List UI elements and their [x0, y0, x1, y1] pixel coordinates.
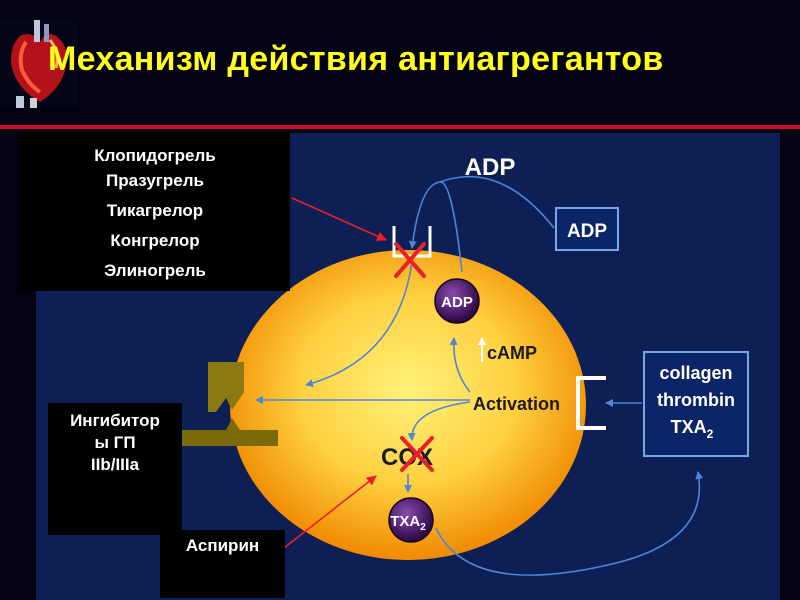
adp-box-label: ADP — [567, 221, 607, 242]
activation-label: Activation — [473, 394, 560, 414]
platelet-body — [230, 250, 586, 560]
heart-logo-icon — [0, 18, 78, 108]
arrow-receptor-to-gp — [305, 261, 413, 388]
p2y12-inhibitors-box: Клопидогрель Празугрель Тикагрелор Конгр… — [20, 133, 290, 291]
gp-receptor-icon — [182, 362, 278, 446]
arrow-aspirin — [283, 475, 377, 549]
agonist-txa2-subscript: 2 — [707, 427, 714, 441]
aspirin-box: Аспирин — [160, 530, 285, 598]
slide-title: Механизм действия антиагрегантов — [48, 40, 664, 78]
title-divider — [0, 125, 800, 129]
agonist-collagen: collagen — [659, 363, 732, 383]
arrow-p2y12-inhibitors — [291, 197, 387, 241]
gp-label-line2: ы ГП — [94, 433, 136, 452]
aspirin-label: Аспирин — [185, 536, 260, 555]
adp-box — [555, 207, 619, 251]
txa2-granule-subscript: 2 — [420, 522, 426, 533]
gp-inhibitors-box: Ингибитор ы ГП IIb/IIIa — [48, 403, 182, 535]
gp-label-line3: IIb/IIIa — [90, 455, 140, 474]
drug-elinogrel: Элиногрель — [104, 261, 206, 280]
agonists-box — [643, 351, 749, 457]
arrow-activation-to-adp-granule — [449, 337, 471, 393]
agonist-receptor-bracket — [576, 376, 606, 430]
txa2-granule — [388, 497, 434, 543]
drug-cangrelor: Конгрелор — [110, 231, 200, 250]
drug-clopidogrel: Клопидогрель — [94, 146, 216, 165]
txa2-granule-label: TXA — [390, 513, 420, 530]
arrow-adp-box-to-receptor — [439, 175, 555, 229]
arrow-txa2-loop — [435, 471, 704, 576]
svg-text:TXA2: TXA2 — [671, 417, 714, 441]
adp-granule-label: ADP — [441, 294, 473, 311]
drug-prasugrel: Празугрель — [106, 171, 204, 190]
adp-granule — [434, 278, 480, 324]
arrow-activation-to-cox — [407, 401, 471, 441]
gp-label-line1: Ингибитор — [70, 411, 160, 430]
agonist-txa2: TXA — [671, 417, 707, 437]
adp-top-label: ADP — [465, 154, 516, 181]
blocked-x-icon — [394, 242, 426, 278]
blocked-x-icon — [400, 436, 434, 472]
agonist-thrombin: thrombin — [657, 390, 735, 410]
svg-text:TXA2: TXA2 — [390, 513, 426, 533]
drug-ticagrelor: Тикагрелор — [106, 201, 204, 220]
camp-label: cAMP — [487, 343, 537, 363]
